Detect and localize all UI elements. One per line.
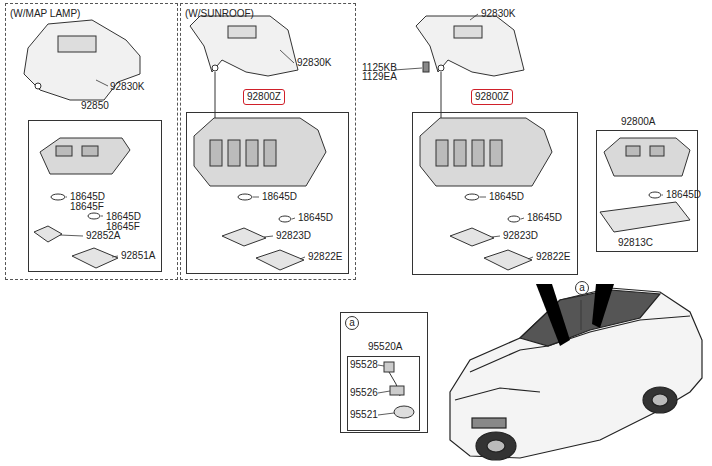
callout-number: 92822E [308, 251, 342, 262]
callout-number: 18645D [70, 191, 105, 202]
callout-number: 1129EA [362, 71, 397, 82]
callout-number: 92823D [503, 230, 538, 241]
callout-number: 18645F [70, 201, 104, 212]
callout-number: 92830K [297, 57, 331, 68]
part-number: 92800Z [471, 89, 513, 105]
lamp-assembly [420, 118, 552, 186]
callout-number: 92813C [618, 237, 653, 248]
callout-letter: a [575, 281, 589, 295]
callout-number: 92852A [86, 230, 120, 241]
location-pointer [592, 284, 614, 328]
lens [600, 202, 690, 232]
callout-letter: a [345, 316, 359, 330]
callout-number: 18645D [106, 211, 141, 222]
callout-number: 18645D [262, 191, 297, 202]
lamp-assembly [604, 138, 690, 176]
part-number: 92800A [621, 116, 655, 128]
lamp-assembly [194, 118, 326, 186]
callout-number: 92822E [536, 251, 570, 262]
part-number: 92850 [81, 100, 109, 112]
callout-number: 18645D [527, 212, 562, 223]
callout-number: 95521 [350, 409, 378, 420]
lamp-assembly [40, 138, 130, 174]
variant-heading: (W/SUNROOF) [185, 8, 254, 20]
callout-number: 92851A [121, 250, 155, 261]
part-number: 95520A [368, 341, 402, 353]
callout-number: 92830K [481, 8, 515, 19]
callout-number: 95528 [350, 359, 378, 370]
callout-number: 92823D [276, 230, 311, 241]
screw [423, 62, 429, 72]
callout-number: 18645D [298, 212, 333, 223]
variant-region: (W/SUNROOF) 92800Z [180, 3, 356, 280]
callout-number: 18645D [489, 191, 524, 202]
callout-number: 92830K [110, 81, 144, 92]
part-number: 92800Z [243, 89, 285, 105]
bracket [416, 16, 524, 76]
callout-number: 18645D [666, 189, 701, 200]
variant-heading: (W/MAP LAMP) [10, 8, 80, 20]
car-illustration [450, 288, 702, 460]
callout-number: 95526 [350, 387, 378, 398]
bracket [190, 16, 298, 76]
location-pointer [536, 284, 570, 346]
